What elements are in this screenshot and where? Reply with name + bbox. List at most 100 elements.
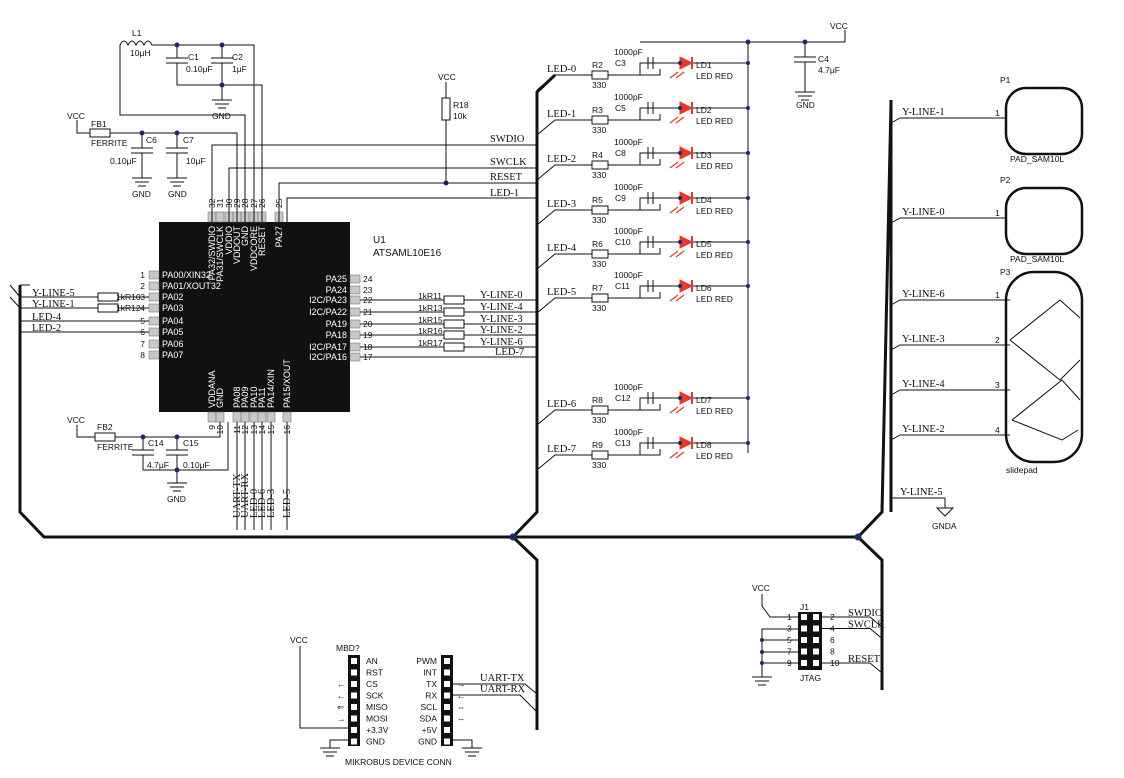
l1-val: 10μH: [130, 48, 151, 58]
gnd-label: GND: [167, 494, 186, 504]
resistor: [443, 342, 465, 352]
jtag-pin-number: 6: [830, 635, 835, 645]
c7-val: 10μF: [186, 156, 206, 166]
jtag-pin: [813, 648, 819, 655]
jtag-pin-number: 1: [787, 612, 792, 622]
led-value: LED RED: [696, 451, 733, 461]
mcu-pin-stub: [148, 327, 160, 337]
mikrobus-pin-label: SCL: [420, 702, 437, 712]
resistor-ref: R6: [592, 239, 603, 249]
jtag-pin: [801, 637, 807, 643]
resistor: [443, 330, 465, 340]
resistor-value: 330: [592, 259, 606, 269]
gnda-label: GNDA: [932, 521, 957, 531]
junction: [746, 196, 750, 200]
resistor-ref: R3: [592, 105, 603, 115]
mcu-part: ATSAML10E16: [373, 248, 442, 259]
wire: [822, 628, 883, 639]
mikrobus-pin-label: AN: [366, 656, 378, 666]
mikrobus-pin-label: SDA: [420, 714, 438, 724]
capacitor-ref: C13: [615, 438, 631, 448]
led-net-label: LED-3: [547, 199, 576, 210]
mcu-pin-name: I2C/PA17: [309, 342, 347, 352]
right-net-label: Y-LINE-2: [480, 325, 523, 336]
jtag-pin: [801, 660, 807, 666]
mcu-pin-name: I2C/PA23: [309, 295, 347, 305]
led-value: LED RED: [696, 161, 733, 171]
vcc-label: VCC: [752, 583, 770, 593]
mcu-pin-number: 31: [215, 198, 225, 208]
capacitor-value: 1000pF: [614, 270, 643, 280]
mcu-pin-stub: [349, 295, 361, 305]
resistor-ref: 1kR10: [116, 292, 141, 302]
c6-ref: C6: [146, 135, 157, 145]
right-net-label: Y-LINE-3: [480, 314, 523, 325]
mikrobus-right-header: [441, 655, 453, 746]
mcu-pin-stub: [148, 350, 160, 360]
mikrobus-pin-label: RX: [425, 691, 437, 701]
mcu-pin-stub: [148, 316, 160, 326]
gnd-label: GND: [168, 189, 187, 199]
mcu-pin-number: 24: [363, 274, 373, 284]
light-arrow-icon: [669, 116, 685, 124]
mikrobus-pin: [444, 738, 450, 745]
bottom-net-label: UART-RX: [240, 473, 251, 518]
mikrobus-pin: [351, 715, 357, 722]
led-net-label: LED-5: [547, 287, 576, 298]
led-value: LED RED: [696, 250, 733, 260]
jtag-pin-number: 8: [830, 647, 835, 657]
c4-ref: C4: [818, 54, 829, 64]
fb1-val: FERRITE: [91, 138, 128, 148]
mikrobus-pin-label: GND: [366, 737, 385, 747]
resistor: [591, 405, 609, 415]
gnd-label: GND: [212, 111, 231, 121]
mikrobus-pin: [351, 704, 357, 710]
led-net-label: LED-2: [547, 154, 576, 165]
resistor: [591, 160, 609, 170]
junction: [746, 106, 750, 110]
mikrobus-net-label: UART-RX: [480, 684, 525, 695]
bottom-net-label: LED-6: [257, 489, 268, 518]
mcu-pin-name: PA11: [257, 387, 267, 408]
bus-entry: [9, 284, 30, 309]
mikrobus-pin: [351, 658, 357, 664]
signal-direction-icon: ⇔: [457, 714, 466, 724]
led-net-label: LED-7: [547, 444, 576, 455]
mcu-pin-number: 1: [140, 270, 145, 280]
mcu-pin-name: PA25: [326, 274, 347, 284]
led-value: LED RED: [696, 116, 733, 126]
bottom-net-label: LED-3: [266, 489, 277, 518]
resistor-ref: 1kR17: [418, 338, 443, 348]
slidepad-part: slidepad: [1006, 465, 1038, 475]
jtag-pin: [801, 614, 807, 620]
capacitor-ref: C3: [615, 58, 626, 68]
mcu-pin-name: PA08: [232, 387, 242, 408]
mikrobus-pin: [444, 727, 450, 733]
net-gnda-line: Y-LINE-5: [900, 487, 943, 498]
led-value: LED RED: [696, 206, 733, 216]
resistor-ref: 1kR11: [418, 291, 442, 301]
mcu-pin-stub: [257, 411, 267, 423]
bottom-net-label: LED-5: [282, 489, 293, 518]
jtag-pin: [813, 614, 819, 620]
resistor-value: 330: [592, 170, 606, 180]
junction: [760, 650, 764, 654]
mcu-pin-name: PA02: [162, 292, 183, 302]
wire: [453, 739, 482, 757]
c1-ref: C1: [188, 52, 199, 62]
capacitor-value: 1000pF: [614, 226, 643, 236]
resistor-value: 330: [592, 125, 606, 135]
mcu-pin-name: PA18: [326, 330, 347, 340]
mcu-pin-name: PA32/SWDIO: [207, 226, 217, 280]
junction: [678, 151, 682, 155]
wire: [890, 217, 1006, 224]
jtag-pin: [813, 637, 819, 643]
gnda-symbol: Y-LINE-5 GNDA: [891, 487, 957, 531]
net-led1: LED-1: [490, 188, 519, 199]
led-ref: LD7: [696, 395, 712, 405]
junction: [678, 441, 682, 445]
mcu-pin-stub: [282, 411, 292, 423]
